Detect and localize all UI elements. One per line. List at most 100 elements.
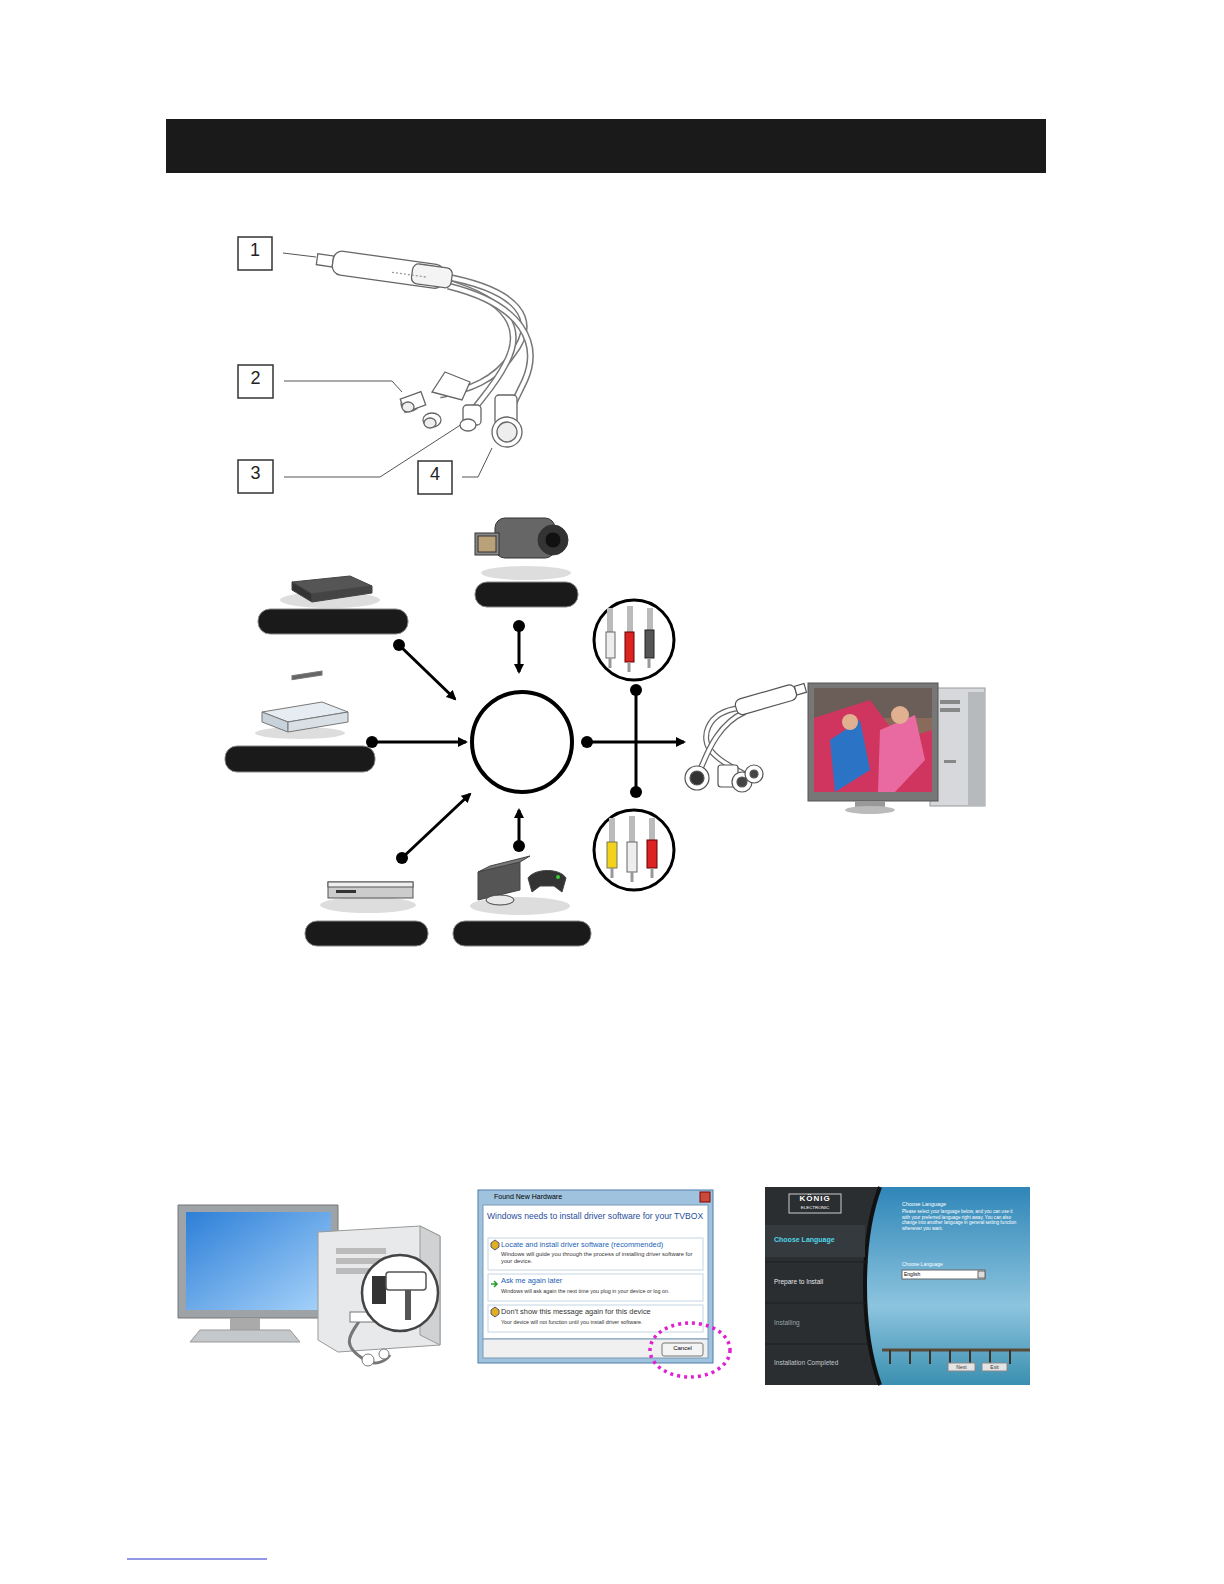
pc-plug-illustration-part <box>230 1318 260 1330</box>
installer-screen-part <box>982 1363 1007 1371</box>
dialog-title: Found New Hardware <box>494 1193 562 1201</box>
hub-arrows-part <box>635 690 638 792</box>
arrow-dots-part <box>581 736 593 748</box>
capture-cable-part <box>315 248 453 291</box>
callout-boxes <box>238 237 452 494</box>
callout-number: 1 <box>238 240 272 262</box>
found-new-hardware-dialog-part <box>478 1190 713 1363</box>
hub-arrows-part <box>399 645 455 699</box>
capture-cable-part <box>400 392 425 413</box>
capture-cable-part <box>423 413 441 427</box>
option-title: Locate and install driver software (reco… <box>501 1241 663 1250</box>
arrow-dots-part <box>630 786 642 798</box>
capture-cable-part <box>424 418 436 428</box>
leader-lines-part <box>462 448 492 477</box>
arrow-dots-part <box>513 840 525 852</box>
installer-screen-part <box>890 1350 1010 1364</box>
camcorder-icon-part <box>475 533 499 555</box>
callout-boxes-part <box>238 365 273 398</box>
pc-plug-illustration-part <box>178 1205 338 1318</box>
pc-plug-illustration-part <box>190 1330 300 1342</box>
capture-cable <box>315 248 530 447</box>
small-capture-cable-part-part <box>794 684 806 695</box>
callout-number: 4 <box>418 464 452 486</box>
dvd-player-icon-part <box>262 712 288 732</box>
game-console-icon-part <box>478 856 530 872</box>
option-title: Ask me again later <box>501 1277 562 1286</box>
button-label: Next <box>948 1364 975 1370</box>
dvd-player-icon-part <box>292 671 322 680</box>
small-capture-cable <box>685 681 808 792</box>
audio-cable-circle-part <box>594 600 674 680</box>
computer-illustration-part <box>940 700 960 704</box>
capture-cable-part <box>497 422 517 442</box>
pc-plug-illustration <box>178 1205 440 1366</box>
pc-plug-illustration-part <box>186 1212 331 1310</box>
game-console-icon-part <box>528 871 566 893</box>
computer-illustration <box>808 683 985 814</box>
computer-illustration-part <box>808 683 938 801</box>
capture-cable-part <box>460 419 476 431</box>
title-bar <box>166 119 1046 173</box>
camcorder-icon-part <box>481 566 571 580</box>
computer-illustration-part <box>968 692 985 806</box>
found-new-hardware-dialog-part <box>483 1205 708 1339</box>
installer-screen <box>765 1187 1030 1385</box>
pc-plug-illustration-part <box>405 1290 411 1320</box>
callout-boxes-part <box>418 461 452 494</box>
callout-number: 3 <box>238 463 273 485</box>
camcorder-icon <box>475 518 571 580</box>
set-top-box-icon-part <box>328 882 413 898</box>
computer-illustration-part <box>878 715 925 792</box>
found-new-hardware-dialog-part <box>491 1307 499 1317</box>
capture-cable-part-part <box>316 254 333 267</box>
dvd-player-icon <box>255 671 348 739</box>
found-new-hardware-dialog-part <box>700 1192 710 1202</box>
found-new-hardware-dialog-part <box>491 1240 499 1250</box>
computer-illustration-part <box>814 688 932 792</box>
audio-cable-circle-part <box>645 630 654 658</box>
found-new-hardware-dialog-part <box>488 1238 703 1270</box>
computer-illustration-part <box>940 708 960 712</box>
capture-cable-part <box>492 417 522 447</box>
hub-circle <box>472 692 572 792</box>
dvd-player-icon-part <box>288 712 348 732</box>
game-console-icon-part <box>556 875 560 879</box>
device-pills-part <box>453 921 591 946</box>
pc-plug-illustration-part <box>318 1226 440 1352</box>
installer-screen-part <box>765 1187 1030 1385</box>
av-cable-circle-part <box>607 842 617 868</box>
game-console-icon <box>470 856 570 915</box>
pc-plug-illustration-part <box>362 1255 438 1331</box>
av-cable-circle-part <box>647 840 657 868</box>
vcr-icon-part <box>292 582 312 602</box>
device-pills-part <box>225 746 375 772</box>
small-capture-cable-part <box>685 766 709 790</box>
set-top-box-icon-part <box>320 897 416 913</box>
device-pills-part <box>305 921 428 946</box>
found-new-hardware-dialog-part <box>662 1343 703 1356</box>
capture-cable-part-part <box>392 272 426 277</box>
vcr-icon <box>280 576 380 608</box>
small-capture-cable-part <box>745 765 763 783</box>
found-new-hardware-dialog-part <box>488 1274 703 1301</box>
found-new-hardware-dialog-part <box>483 1339 708 1358</box>
found-new-hardware-dialog-part <box>650 1323 730 1377</box>
small-capture-cable-part-part <box>734 683 798 715</box>
computer-illustration-part <box>845 806 895 814</box>
leader-lines-part <box>284 381 402 392</box>
device-pills-part <box>258 609 408 634</box>
installer-screen-part <box>865 1187 1030 1385</box>
computer-illustration-part <box>814 700 932 792</box>
device-pills <box>225 582 591 946</box>
installer-screen-part <box>765 1262 868 1344</box>
option-text: Your device will not function until you … <box>501 1319 701 1325</box>
logo-text: KÖNIG <box>789 1194 841 1204</box>
installer-screen-part <box>902 1270 985 1279</box>
footer-underline <box>127 1559 267 1560</box>
small-capture-cable-part <box>700 712 745 770</box>
menu-item: Choose Language <box>774 1236 835 1244</box>
pc-plug-illustration-part <box>372 1276 386 1304</box>
set-top-box-icon-part <box>328 882 413 887</box>
